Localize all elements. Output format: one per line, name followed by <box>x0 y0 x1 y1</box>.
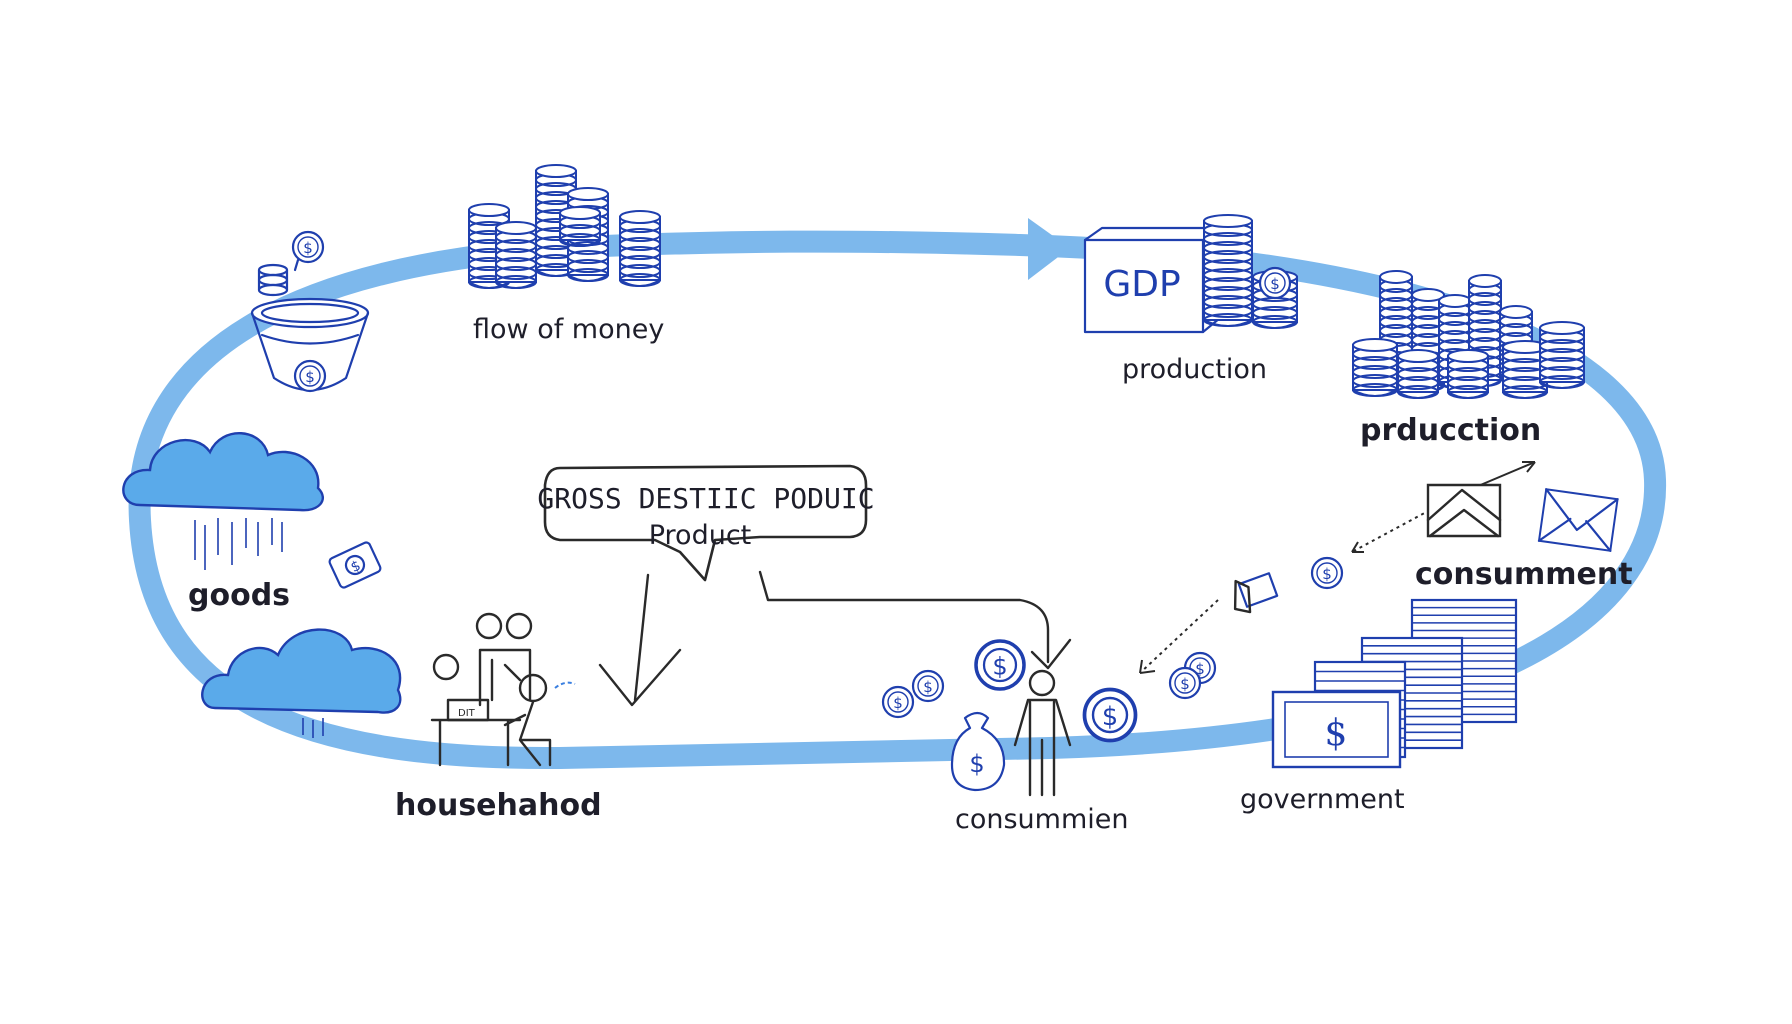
dollar-coin-icon <box>291 230 325 272</box>
envelope-icon <box>1426 483 1502 538</box>
coin-stack-icon <box>1352 270 1585 399</box>
gdp-speech-bubble: GROSS DESTIIC PODUIC Product <box>537 464 875 582</box>
svg-text:$: $ <box>969 750 984 778</box>
gdp-box-label: GDP <box>1103 264 1180 305</box>
gdp-box-icon: GDP <box>1083 226 1222 334</box>
dollar-coin-icon <box>1258 266 1292 300</box>
cloud-icon <box>201 628 402 738</box>
flow-arrowhead-icon <box>1028 218 1070 280</box>
coin-stack <box>1447 349 1489 399</box>
coin-stack-icon <box>468 164 661 289</box>
arrow-icon <box>598 570 1072 707</box>
gdp-bubble-line2: Product <box>649 520 752 551</box>
coin-stack <box>1397 349 1439 399</box>
consumment-label: consumment <box>1415 557 1633 592</box>
person-icon <box>1013 669 1072 797</box>
flow-of-money-label: flow of money <box>473 314 664 345</box>
banknote-dollar-sign: $ <box>1325 713 1348 754</box>
money-bill-icon: $ <box>328 541 382 589</box>
coin-stack <box>1539 321 1585 389</box>
banknote-icon: $ <box>1271 690 1402 769</box>
money-bill-icon <box>1233 572 1279 614</box>
coin-stack <box>1203 214 1253 327</box>
coin-stack <box>619 210 661 287</box>
envelope-icon <box>1537 488 1619 552</box>
coin-stack <box>495 221 537 289</box>
household-label: househahod <box>395 788 602 823</box>
svg-text:DIT: DIT <box>458 708 476 719</box>
production-label-2: prducction <box>1360 413 1541 448</box>
coin-stack <box>559 206 601 247</box>
production-label: production <box>1122 354 1267 385</box>
money-bag-icon: $ <box>950 711 1006 792</box>
coin-stack <box>1352 338 1398 397</box>
bowl-icon <box>250 297 370 393</box>
goods-label: goods <box>188 578 290 613</box>
cloud-icon <box>122 432 324 570</box>
gdp-bubble-line1: GROSS DESTIIC PODUIC <box>537 482 874 515</box>
consumer-label: consummien <box>955 804 1128 835</box>
coin-stack-icon <box>257 263 289 297</box>
household-icon: DIT <box>430 612 576 767</box>
government-label: government <box>1240 784 1405 815</box>
